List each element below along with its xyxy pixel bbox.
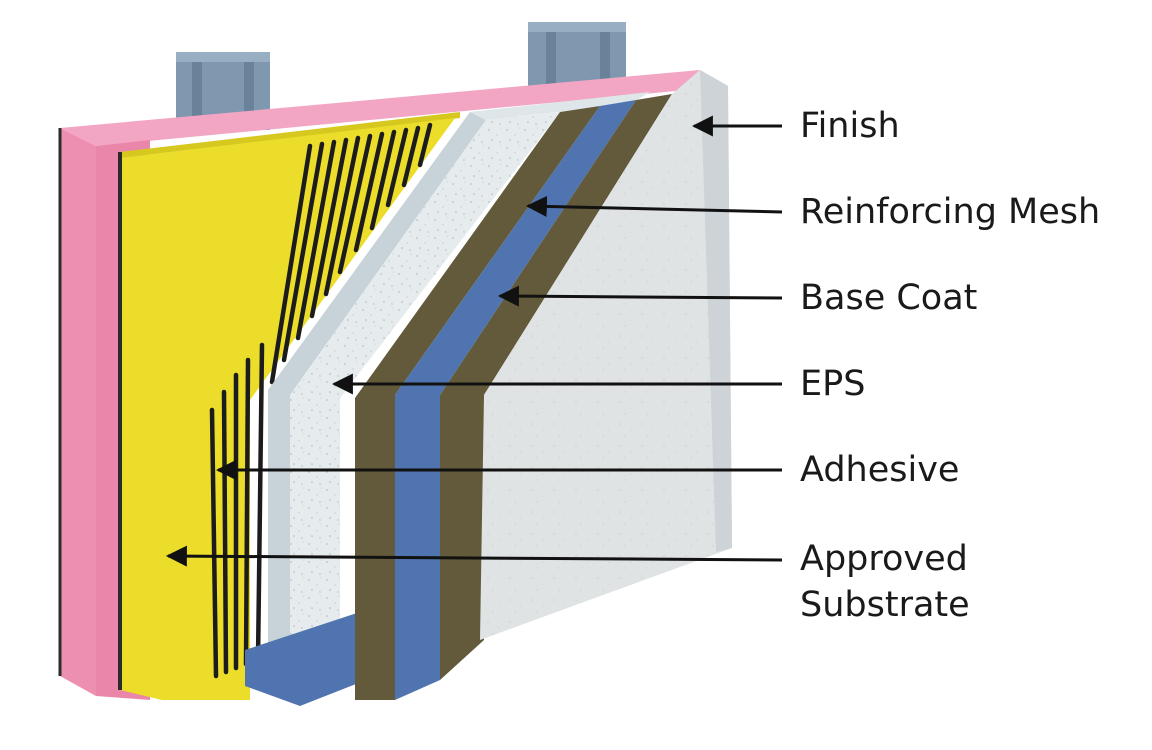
label-eps: EPS	[800, 364, 866, 404]
leader-arrows	[165, 115, 783, 567]
label-finish: Finish	[800, 106, 900, 146]
arrow-approved-substrate	[165, 545, 783, 567]
label-reinforcing-mesh: Reinforcing Mesh	[800, 192, 1101, 232]
label-base-coat: Base Coat	[800, 278, 978, 318]
adhesive-ribbons	[209, 122, 433, 679]
label-adhesive: Adhesive	[800, 450, 960, 490]
label-approved-substrate-line1: Approved	[800, 539, 968, 579]
metal-stud-right	[528, 22, 626, 90]
base-coat-outer-band	[440, 94, 672, 680]
reinforcing-mesh-band	[395, 100, 636, 700]
finish-coat	[480, 70, 732, 640]
label-approved-substrate: Approved Substrate	[800, 536, 970, 628]
approved-substrate-layer	[118, 112, 460, 700]
arrow-base-coat	[497, 285, 783, 307]
label-approved-substrate-line2: Substrate	[800, 585, 970, 625]
base-coat-inner-band	[355, 106, 600, 700]
arrow-reinforcing-mesh	[525, 195, 783, 217]
